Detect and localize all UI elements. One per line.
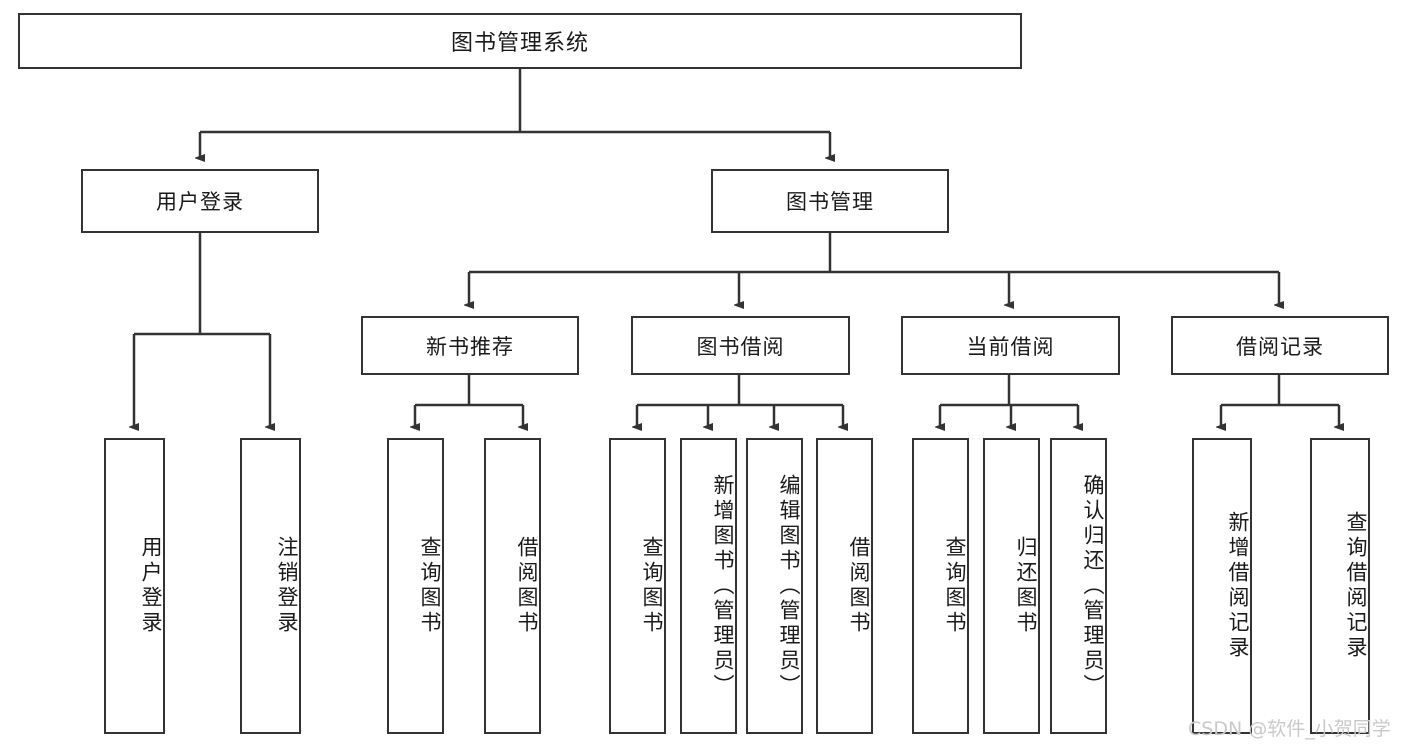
node-level2-0[interactable]: 用户登录 — [81, 169, 319, 233]
node-label: 图书借阅 — [696, 334, 785, 359]
node-label: 查询图书 — [418, 536, 442, 636]
node-leaf-10[interactable]: 确认归还（管理员） — [1050, 438, 1107, 734]
node-label: 当前借阅 — [966, 334, 1055, 359]
node-label: 新书推荐 — [426, 334, 514, 359]
node-label: 查询借阅记录 — [1344, 511, 1368, 661]
node-leaf-1[interactable]: 注销登录 — [240, 438, 301, 734]
node-leaf-0[interactable]: 用户登录 — [104, 438, 165, 734]
csdn-watermark: CSDN @软件_小贺同学 — [1188, 718, 1391, 740]
node-leaf-9[interactable]: 归还图书 — [983, 438, 1040, 734]
node-level3-3[interactable]: 借阅记录 — [1171, 316, 1389, 375]
node-label: 借阅图书 — [515, 536, 539, 636]
node-label: 借阅图书 — [847, 536, 871, 636]
node-label: 确认归还（管理员） — [1081, 473, 1105, 699]
node-label: 图书管理系统 — [450, 31, 589, 56]
node-leaf-12[interactable]: 查询借阅记录 — [1310, 438, 1370, 734]
node-root-system[interactable]: 图书管理系统 — [18, 13, 1022, 69]
node-label: 用户登录 — [139, 536, 163, 636]
node-leaf-4[interactable]: 查询图书 — [609, 438, 666, 734]
node-leaf-7[interactable]: 借阅图书 — [816, 438, 873, 734]
node-leaf-3[interactable]: 借阅图书 — [484, 438, 541, 734]
node-leaf-6[interactable]: 编辑图书（管理员） — [746, 438, 803, 734]
node-label: 新增借阅记录 — [1226, 511, 1250, 661]
node-label: 查询图书 — [943, 536, 967, 636]
node-leaf-2[interactable]: 查询图书 — [387, 438, 444, 734]
node-leaf-8[interactable]: 查询图书 — [912, 438, 969, 734]
node-leaf-11[interactable]: 新增借阅记录 — [1192, 438, 1252, 734]
node-level3-1[interactable]: 图书借阅 — [631, 316, 850, 375]
node-label: 用户登录 — [156, 190, 244, 214]
node-leaf-5[interactable]: 新增图书（管理员） — [680, 438, 737, 734]
node-label: 注销登录 — [275, 536, 299, 636]
node-label: 查询图书 — [640, 536, 664, 636]
node-level3-2[interactable]: 当前借阅 — [901, 316, 1120, 375]
node-label: 新增图书（管理员） — [711, 473, 735, 699]
node-label: 归还图书 — [1014, 536, 1038, 636]
node-label: 图书管理 — [786, 190, 874, 214]
node-level2-1[interactable]: 图书管理 — [711, 169, 949, 233]
node-label: 编辑图书（管理员） — [777, 473, 801, 699]
node-level3-0[interactable]: 新书推荐 — [361, 316, 579, 375]
node-label: 借阅记录 — [1236, 334, 1324, 359]
